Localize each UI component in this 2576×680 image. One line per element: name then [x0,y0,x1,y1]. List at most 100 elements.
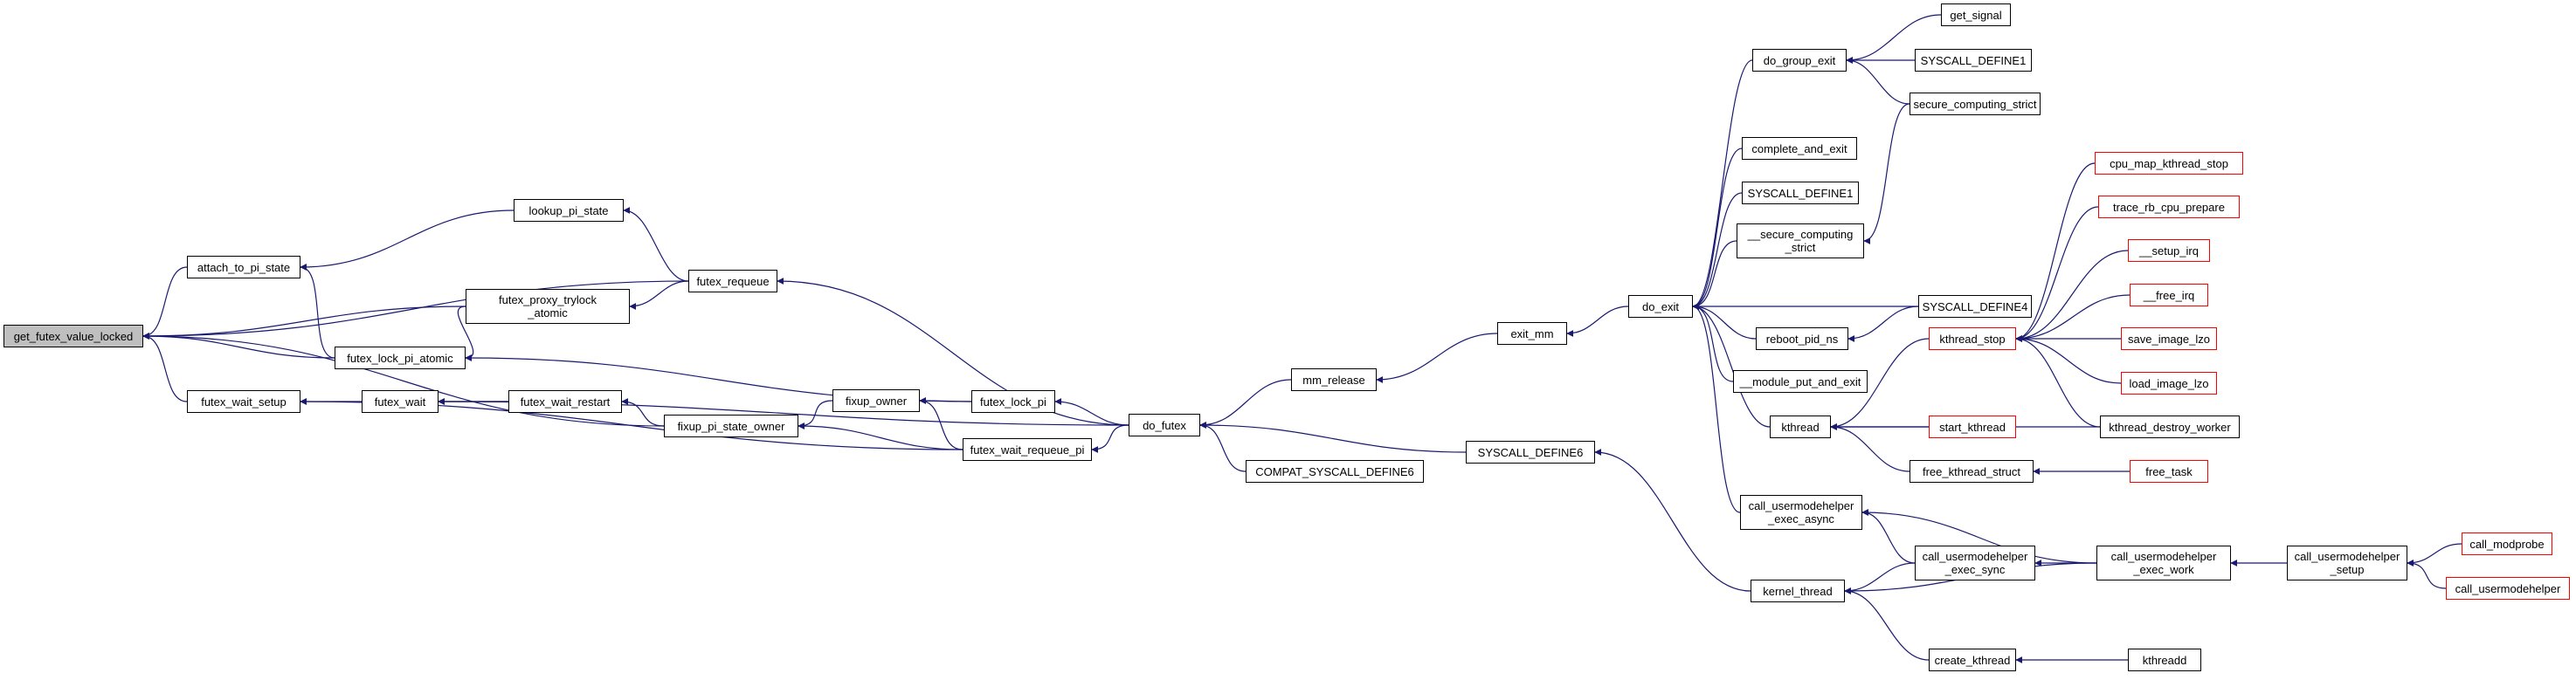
node-mm-release[interactable]: mm_release [1291,368,1377,391]
edge-n_free_irq-to-n_kthread_stop [2015,294,2131,342]
edge-n_compat_syscall_define6-to-n_do_futex [1199,422,1247,472]
node-start-kthread[interactable]: start_kthread [1929,416,2016,438]
node-call-usermodehelper-setup[interactable]: call_usermodehelper _setup [2287,546,2407,580]
node-free-kthread-struct[interactable]: free_kthread_struct [1910,460,2034,483]
node-create-kthread[interactable]: create_kthread [1929,649,2016,671]
node-reboot-pid-ns[interactable]: reboot_pid_ns [1756,327,1848,350]
node-complete-and-exit[interactable]: complete_and_exit [1742,137,1857,160]
node-futex-wait-restart[interactable]: futex_wait_restart [508,390,622,413]
node-fixup-owner[interactable]: fixup_owner [832,389,920,412]
node-kthread[interactable]: kthread [1770,416,1831,438]
edge-n_futex_lock_pi_atomic-to-n_attach_to_pi_state [300,264,335,359]
edge-n_futex_requeue-to-n_get_futex_value_locked [142,280,689,340]
node-do-exit[interactable]: do_exit [1628,295,1693,318]
edge-n_trace_rb_cpu_prepare-to-n_kthread_stop [2015,206,2099,342]
edge-n_fixup_pi_state_owner-to-n_get_futex_value_locked [142,333,665,427]
node-futex-lock-pi-atomic[interactable]: futex_lock_pi_atomic [335,347,466,369]
edge-n_secure_computing_strict-to-n_secure_computing_strict_u [1863,103,1910,244]
node-lookup-pi-state[interactable]: lookup_pi_state [514,199,624,222]
edge-n_futex_lock_pi_atomic-to-n_get_futex_value_locked [142,333,335,359]
edge-n_free_kthread_struct-to-n_kthread [1830,423,1910,472]
node-free-task[interactable]: free_task [2130,460,2208,483]
node-futex-wait-setup[interactable]: futex_wait_setup [187,390,300,413]
node-setup-irq[interactable]: __setup_irq [2128,239,2210,262]
edge-n_cu_exec_async-to-n_do_exit [1692,303,1741,513]
node-syscall-define1-a[interactable]: SYSCALL_DEFINE1 [1915,49,2032,72]
edge-n_futex_wait_requeue_pi-to-n_fixup_owner [919,397,963,450]
node-kthreadd[interactable]: kthreadd [2128,649,2201,671]
node-fixup-pi-state-owner[interactable]: fixup_pi_state_owner [664,415,798,437]
edge-n_kthread_destroy_worker-to-n_kthread_stop [2015,335,2101,428]
node-futex-requeue[interactable]: futex_requeue [688,270,777,292]
edge-n_cu_exec_work-to-n_cu_exec_async [1861,509,2097,564]
edge-n_do_futex-to-n_futex_requeue [777,278,1129,426]
edge-n_syscall_define6-to-n_do_futex [1199,422,1467,453]
node-load-image-lzo[interactable]: load_image_lzo [2121,372,2217,395]
edge-n_syscall_define1_b-to-n_do_exit [1692,192,1743,310]
edge-n_fixup_pi_state_owner-to-n_futex_wait_restart [621,398,665,427]
edge-n_module_put_and_exit-to-n_do_exit [1692,303,1734,382]
node-futex-proxy-trylock-atomic[interactable]: futex_proxy_trylock _atomic [466,289,630,324]
node-futex-wait[interactable]: futex_wait [362,390,439,413]
edge-n_cpu_map_kthread_stop-to-n_kthread_stop [2015,162,2096,342]
edge-n_exit_mm-to-n_mm_release [1376,333,1498,383]
edge-n_kthread-to-n_do_exit [1692,303,1771,428]
node-kthread-stop[interactable]: kthread_stop [1929,327,2016,350]
node-free-irq[interactable]: __free_irq [2130,284,2208,306]
node-syscall-define6[interactable]: SYSCALL_DEFINE6 [1466,441,1595,464]
edge-n_call_modprobe-to-n_cu_setup [2407,543,2462,567]
edge-n_create_kthread-to-n_kernel_thread [1844,587,1930,661]
edge-n_load_image_lzo-to-n_kthread_stop [2015,335,2122,384]
edge-n_futex_requeue-to-n_futex_proxy_trylock_atomic [629,280,689,310]
edge-n_cu_exec_sync-to-n_kernel_thread [1844,562,1916,594]
edge-n_call_usermodehelper-to-n_cu_setup [2407,560,2447,589]
edge-n_futex_proxy_trylock_atomic-to-n_get_futex_value_locked [142,306,466,340]
node-get-signal[interactable]: get_signal [1941,3,2011,26]
edge-n_complete_and_exit-to-n_do_exit [1692,148,1743,310]
node-module-put-and-exit[interactable]: __module_put_and_exit [1733,370,1868,393]
edge-n_setup_irq-to-n_kthread_stop [2015,250,2129,342]
node-call-usermodehelper-exec-async[interactable]: call_usermodehelper _exec_async [1740,495,1862,530]
node-save-image-lzo[interactable]: save_image_lzo [2121,327,2217,350]
edge-n_do_futex-to-n_futex_wait_requeue_pi [1091,424,1129,453]
node-kthread-destroy-worker[interactable]: kthread_destroy_worker [2100,416,2240,438]
edge-n_lookup_pi_state-to-n_attach_to_pi_state [300,209,515,271]
edge-n_do_futex-to-n_futex_lock_pi [1054,398,1129,426]
edge-n_cu_exec_sync-to-n_cu_exec_async [1861,509,1916,564]
node-cpu-map-kthread-stop[interactable]: cpu_map_kthread_stop [2095,152,2243,175]
edge-n_secure_computing_strict_u-to-n_do_exit [1692,240,1737,310]
node-exit-mm[interactable]: exit_mm [1497,322,1567,345]
node-secure-computing-strict[interactable]: secure_computing_strict [1910,93,2041,115]
node-trace-rb-cpu-prepare[interactable]: trace_rb_cpu_prepare [2098,196,2240,218]
node-compat-syscall-define6[interactable]: COMPAT_SYSCALL_DEFINE6 [1246,460,1424,483]
node-syscall-define1-b[interactable]: SYSCALL_DEFINE1 [1742,182,1859,204]
node-call-modprobe[interactable]: call_modprobe [2462,532,2552,555]
edge-n_fixup_owner-to-n_fixup_pi_state_owner [798,400,833,429]
node-kernel-thread[interactable]: kernel_thread [1751,580,1845,602]
node-do-group-exit[interactable]: do_group_exit [1752,49,1847,72]
node-call-usermodehelper[interactable]: call_usermodehelper [2446,577,2570,600]
node-call-usermodehelper-exec-sync[interactable]: call_usermodehelper _exec_sync [1915,546,2035,580]
edge-n_futex_requeue-to-n_lookup_pi_state [623,207,689,282]
edge-n_do_exit-to-n_exit_mm [1566,306,1629,337]
edge-n_futex_wait_requeue_pi-to-n_fixup_pi_state_owner [798,422,963,450]
node-futex-wait-requeue-pi[interactable]: futex_wait_requeue_pi [963,438,1092,461]
edge-n_kthread_stop-to-n_kthread [1830,338,1930,430]
edge-n_reboot_pid_ns-to-n_do_exit [1692,303,1757,340]
edge-n_futex_wait_setup-to-n_get_futex_value_locked [142,333,188,402]
edge-n_mm_release-to-n_do_futex [1199,379,1292,429]
edge-n_do_group_exit-to-n_do_exit [1692,59,1753,310]
node-secure-computing-strict-underscore[interactable]: __secure_computing _strict [1737,223,1864,258]
edge-n_kernel_thread-to-n_syscall_define6 [1594,449,1751,592]
edge-n_secure_computing_strict-to-n_do_group_exit [1846,57,1910,105]
edge-n_attach_to_pi_state-to-n_get_futex_value_locked [142,266,188,340]
node-call-usermodehelper-exec-work[interactable]: call_usermodehelper _exec_work [2096,546,2231,580]
node-do-futex[interactable]: do_futex [1129,414,1200,436]
node-syscall-define4[interactable]: SYSCALL_DEFINE4 [1918,295,2032,318]
node-attach-to-pi-state[interactable]: attach_to_pi_state [187,256,300,278]
node-futex-lock-pi[interactable]: futex_lock_pi [971,390,1055,413]
node-get-futex-value-locked: get_futex_value_locked [3,325,143,347]
edge-n_get_signal-to-n_do_group_exit [1846,14,1942,64]
